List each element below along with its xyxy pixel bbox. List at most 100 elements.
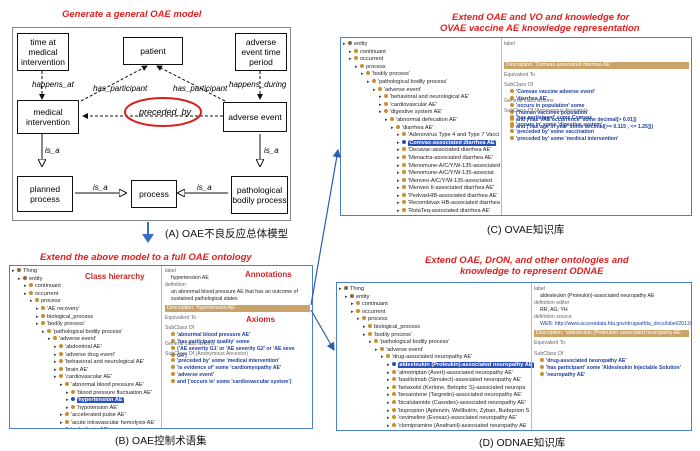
panel-d-tree-item[interactable]: ▸'betaxolol (Kerlone, Betoptic S)-associ…: [339, 384, 531, 393]
panel-b-tree-item[interactable]: ▸'abnormal blood pressure AE': [12, 381, 162, 390]
expand-triangle-icon[interactable]: ▸: [351, 301, 354, 308]
panel-c-tree-item[interactable]: ▸'Comvax-associated diarrhea AE': [343, 139, 503, 148]
expand-triangle-icon[interactable]: ▸: [397, 185, 400, 192]
panel-b-tree-item[interactable]: ▸'bodily process': [12, 321, 162, 329]
expand-triangle-icon[interactable]: ▸: [375, 346, 378, 353]
expand-triangle-icon[interactable]: ▸: [397, 162, 400, 169]
expand-triangle-icon[interactable]: ▸: [355, 63, 358, 70]
panel-b-tree-item[interactable]: ▸'blood pressure fluctuation AE': [12, 389, 162, 398]
panel-b-tree-item[interactable]: ▸process: [12, 298, 162, 306]
panel-c-tree-item[interactable]: ▸'Recombivax HB-associated diarrhea: [343, 200, 503, 208]
panel-c-tree-item[interactable]: ▸'diarrhea AE': [343, 124, 503, 133]
expand-triangle-icon[interactable]: ▸: [397, 200, 400, 207]
expand-triangle-icon[interactable]: ▸: [387, 384, 390, 391]
panel-b-tree-item[interactable]: ▸'arrhythmia AE': [12, 427, 162, 428]
expand-triangle-icon[interactable]: ▸: [397, 154, 400, 161]
panel-c-tree-item[interactable]: ▸'Adenovirus Type 4 and Type 7 Vacci: [343, 132, 503, 140]
expand-triangle-icon[interactable]: ▸: [385, 116, 388, 123]
panel-d-tree-item[interactable]: ▸'basiliximab (Simulect)-associated neur…: [339, 377, 531, 385]
panel-c-tree-item[interactable]: ▸'abnormal defecation AE': [343, 116, 503, 125]
panel-c-tree-item[interactable]: ▸'Menveo II-associated diarrhea AE': [343, 185, 503, 193]
expand-triangle-icon[interactable]: ▸: [60, 419, 63, 426]
expand-triangle-icon[interactable]: ▸: [339, 286, 342, 292]
panel-d-tree-item[interactable]: ▸Thing: [339, 286, 531, 294]
panel-d-tree-item[interactable]: ▸occurrent: [339, 308, 531, 317]
panel-d-tree-item[interactable]: ▸'almotriptan (Axert)-associated neuropa…: [339, 369, 531, 378]
expand-triangle-icon[interactable]: ▸: [363, 331, 366, 338]
expand-triangle-icon[interactable]: ▸: [66, 397, 69, 404]
expand-triangle-icon[interactable]: ▸: [397, 147, 400, 154]
expand-triangle-icon[interactable]: ▸: [379, 109, 382, 116]
panel-c-tree-item[interactable]: ▸'cardiovascular AE': [343, 101, 503, 110]
panel-b-tree-item[interactable]: ▸continuant: [12, 283, 162, 291]
expand-triangle-icon[interactable]: ▸: [357, 316, 360, 323]
expand-triangle-icon[interactable]: ▸: [66, 404, 69, 411]
panel-d-tree-item[interactable]: ▸'bupropion (Aplenzin, Wellbutrin, Zyban…: [339, 407, 531, 416]
panel-b-tree-item[interactable]: ▸entity: [12, 275, 162, 284]
expand-triangle-icon[interactable]: ▸: [387, 369, 390, 376]
expand-triangle-icon[interactable]: ▸: [379, 94, 382, 101]
expand-triangle-icon[interactable]: ▸: [36, 305, 39, 312]
panel-b-tree-item[interactable]: ▸'adverse event': [12, 336, 162, 344]
expand-triangle-icon[interactable]: ▸: [54, 351, 57, 358]
expand-triangle-icon[interactable]: ▸: [391, 124, 394, 131]
panel-d-tree-item[interactable]: ▸'bexarotene (Targretin)-associated neur…: [339, 392, 531, 400]
panel-d-tree-item[interactable]: ▸'cevimeline (Evoxac)-associated neuropa…: [339, 415, 531, 423]
expand-triangle-icon[interactable]: ▸: [367, 78, 370, 85]
expand-triangle-icon[interactable]: ▸: [345, 293, 348, 300]
panel-b-tree-item[interactable]: ▸'hypertension AE': [12, 397, 162, 405]
panel-c-tree-item[interactable]: ▸'bodily process': [343, 71, 503, 79]
expand-triangle-icon[interactable]: ▸: [36, 313, 39, 320]
expand-triangle-icon[interactable]: ▸: [361, 71, 364, 78]
panel-d-tree-item[interactable]: ▸'bodily process': [339, 331, 531, 340]
panel-b-tree-item[interactable]: ▸'acute intravascular hemolysis AE': [12, 419, 162, 428]
expand-triangle-icon[interactable]: ▸: [60, 381, 63, 388]
expand-triangle-icon[interactable]: ▸: [48, 336, 51, 343]
panel-b-tree-item[interactable]: ▸occurrent: [12, 290, 162, 299]
expand-triangle-icon[interactable]: ▸: [349, 56, 352, 63]
expand-triangle-icon[interactable]: ▸: [54, 343, 57, 350]
panel-c-tree-item[interactable]: ▸process: [343, 63, 503, 72]
expand-triangle-icon[interactable]: ▸: [387, 377, 390, 384]
panel-c-tree-item[interactable]: ▸'pathological bodily process': [343, 78, 503, 87]
expand-triangle-icon[interactable]: ▸: [387, 415, 390, 422]
panel-c-tree-item[interactable]: ▸continuant: [343, 48, 503, 57]
expand-triangle-icon[interactable]: ▸: [351, 308, 354, 315]
panel-b-tree-item[interactable]: ▸'hypotension AE': [12, 404, 162, 413]
panel-d-tree-item[interactable]: ▸continuant: [339, 301, 531, 309]
expand-triangle-icon[interactable]: ▸: [24, 290, 27, 297]
expand-triangle-icon[interactable]: ▸: [18, 275, 21, 282]
panel-b-tree-item[interactable]: ▸'behavioral and neurological AE': [12, 359, 162, 367]
panel-b-tree-item[interactable]: ▸'brain AE': [12, 366, 162, 375]
expand-triangle-icon[interactable]: ▸: [54, 366, 57, 373]
panel-d-tree-item[interactable]: ▸biological_process: [339, 323, 531, 332]
expand-triangle-icon[interactable]: ▸: [397, 192, 400, 199]
panel-c-tree-item[interactable]: ▸'adverse event': [343, 86, 503, 95]
expand-triangle-icon[interactable]: ▸: [387, 392, 390, 399]
expand-triangle-icon[interactable]: ▸: [343, 41, 346, 47]
panel-c-tree-item[interactable]: ▸'RotaTeq-associated diarrhea AE': [343, 208, 503, 215]
panel-d-tree-item[interactable]: ▸entity: [339, 293, 531, 302]
panel-d-tree-item[interactable]: ▸process: [339, 316, 531, 324]
panel-c-tree-item[interactable]: ▸entity: [343, 41, 503, 49]
expand-triangle-icon[interactable]: ▸: [12, 268, 15, 274]
expand-triangle-icon[interactable]: ▸: [36, 321, 39, 328]
expand-triangle-icon[interactable]: ▸: [54, 359, 57, 366]
panel-c-tree-item[interactable]: ▸'Menomune-A/C/Y/W-135-associated: [343, 162, 503, 171]
panel-d-tree-item[interactable]: ▸'pathological bodily process': [339, 339, 531, 347]
expand-triangle-icon[interactable]: ▸: [30, 298, 33, 305]
expand-triangle-icon[interactable]: ▸: [397, 177, 400, 184]
expand-triangle-icon[interactable]: ▸: [66, 389, 69, 396]
expand-triangle-icon[interactable]: ▸: [387, 407, 390, 414]
panel-d-tree-item[interactable]: ▸'clomipramine (Anafranil)-associated ne…: [339, 422, 531, 430]
panel-b-tree-item[interactable]: ▸'AE recovery': [12, 305, 162, 314]
panel-b-tree-item[interactable]: ▸'abdominal AE': [12, 343, 162, 352]
panel-b-tree-item[interactable]: ▸'adverse drug event': [12, 351, 162, 360]
expand-triangle-icon[interactable]: ▸: [373, 86, 376, 93]
expand-triangle-icon[interactable]: ▸: [381, 354, 384, 361]
panel-b-tree-item[interactable]: ▸Thing: [12, 268, 162, 276]
expand-triangle-icon[interactable]: ▸: [60, 427, 65, 428]
expand-triangle-icon[interactable]: ▸: [379, 101, 382, 108]
expand-triangle-icon[interactable]: ▸: [397, 170, 400, 177]
expand-triangle-icon[interactable]: ▸: [397, 208, 400, 215]
